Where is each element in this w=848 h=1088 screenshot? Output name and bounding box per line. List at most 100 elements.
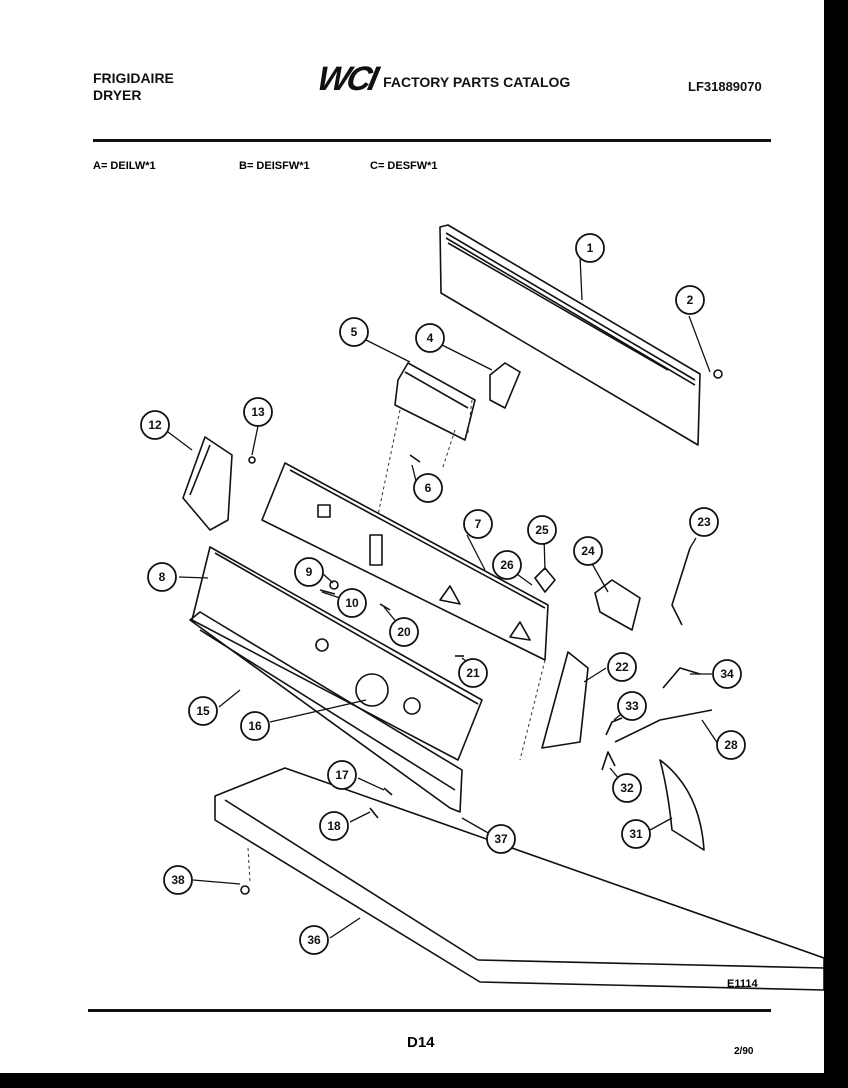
callout-22: 22 xyxy=(607,652,637,682)
callout-21: 21 xyxy=(458,658,488,688)
callout-number: 38 xyxy=(171,873,185,887)
callout-6: 6 xyxy=(413,473,443,503)
catalog-date: 2/90 xyxy=(734,1046,754,1057)
timer-bracket-part xyxy=(394,362,521,441)
callout-23: 23 xyxy=(689,507,719,537)
callout-28: 28 xyxy=(716,730,746,760)
switch-25 xyxy=(534,567,556,593)
callout-number: 5 xyxy=(351,325,358,339)
callout-12: 12 xyxy=(140,410,170,440)
screw-9 xyxy=(329,580,339,590)
callout-31: 31 xyxy=(621,819,651,849)
callout-number: 16 xyxy=(248,719,262,733)
callout-24: 24 xyxy=(573,536,603,566)
callout-13: 13 xyxy=(243,397,273,427)
callout-number: 10 xyxy=(345,596,359,610)
screw-13 xyxy=(248,456,256,464)
callout-circle xyxy=(240,711,270,741)
callout-25: 25 xyxy=(527,515,557,545)
screw-part xyxy=(713,369,723,379)
callout-number: 2 xyxy=(687,293,694,307)
callout-2: 2 xyxy=(675,285,705,315)
callout-circle xyxy=(415,323,445,353)
callout-number: 8 xyxy=(159,570,166,584)
callout-circle xyxy=(612,773,642,803)
callout-34: 34 xyxy=(712,659,742,689)
callout-circle xyxy=(527,515,557,545)
callout-number: 4 xyxy=(427,331,434,345)
wire-23 xyxy=(671,547,691,626)
callout-15: 15 xyxy=(188,696,218,726)
callout-number: 36 xyxy=(307,933,321,947)
exploded-parts-diagram: 1245678910121315161718202122232425262831… xyxy=(140,224,824,991)
callout-circle xyxy=(294,557,324,587)
callout-16: 16 xyxy=(240,711,270,741)
callout-number: 15 xyxy=(196,704,210,718)
screw-20 xyxy=(379,603,391,611)
callout-number: 34 xyxy=(720,667,734,681)
callout-number: 28 xyxy=(724,738,738,752)
screw-18 xyxy=(369,807,379,819)
callout-circle xyxy=(607,652,637,682)
light-31 xyxy=(659,759,705,851)
callout-5: 5 xyxy=(339,317,369,347)
callout-circle xyxy=(617,691,647,721)
brand-block: FRIGIDAIRE DRYER xyxy=(93,70,174,104)
bracket-22 xyxy=(541,651,589,749)
callout-circle xyxy=(621,819,651,849)
callout-17: 17 xyxy=(327,760,357,790)
screw-33 xyxy=(605,717,623,736)
back-panel-part xyxy=(439,224,701,446)
model-a: A= DEILW*1 xyxy=(93,160,156,172)
trim-part xyxy=(189,611,463,813)
leader-lines xyxy=(167,255,719,939)
callout-number: 24 xyxy=(581,544,595,558)
callout-circle xyxy=(319,811,349,841)
callout-number: 7 xyxy=(475,517,482,531)
callout-33: 33 xyxy=(617,691,647,721)
model-b: B= DEISFW*1 xyxy=(239,160,310,172)
callout-circle xyxy=(163,865,193,895)
figure-code: E1114 xyxy=(727,978,758,990)
screw-6 xyxy=(409,454,421,463)
callout-circle xyxy=(486,824,516,854)
callout-circle xyxy=(573,536,603,566)
callout-circle xyxy=(339,317,369,347)
callout-circle xyxy=(147,562,177,592)
callout-number: 26 xyxy=(500,558,514,572)
callout-number: 25 xyxy=(535,523,549,537)
callout-circle xyxy=(413,473,443,503)
callout-circle xyxy=(712,659,742,689)
callout-circle xyxy=(689,507,719,537)
callout-number: 31 xyxy=(629,827,643,841)
callout-number: 33 xyxy=(625,699,639,713)
top-panel-part xyxy=(214,767,824,991)
callout-number: 23 xyxy=(697,515,711,529)
end-bracket-part xyxy=(182,436,233,531)
callout-9: 9 xyxy=(294,557,324,587)
callout-32: 32 xyxy=(612,773,642,803)
callout-36: 36 xyxy=(299,925,329,955)
callout-number: 12 xyxy=(148,418,162,432)
callout-number: 32 xyxy=(620,781,634,795)
page-number: D14 xyxy=(407,1034,435,1051)
catalog-title: FACTORY PARTS CATALOG xyxy=(383,74,571,90)
callout-circle xyxy=(675,285,705,315)
callout-1: 1 xyxy=(575,233,605,263)
callout-number: 21 xyxy=(466,666,480,680)
catalog-number: LF31889070 xyxy=(688,79,762,94)
catalog-header: WCI FACTORY PARTS CATALOG xyxy=(314,60,571,98)
product-type: DRYER xyxy=(93,87,142,103)
footer-rule xyxy=(88,1009,771,1012)
callout-circle xyxy=(188,696,218,726)
screw-17 xyxy=(383,787,393,796)
assembly-guides xyxy=(247,399,546,883)
callout-number: 9 xyxy=(306,565,313,579)
callout-38: 38 xyxy=(163,865,193,895)
model-c: C= DESFW*1 xyxy=(370,160,438,172)
callout-circle xyxy=(140,410,170,440)
callout-10: 10 xyxy=(337,588,367,618)
callout-circle xyxy=(458,658,488,688)
callout-circle xyxy=(299,925,329,955)
